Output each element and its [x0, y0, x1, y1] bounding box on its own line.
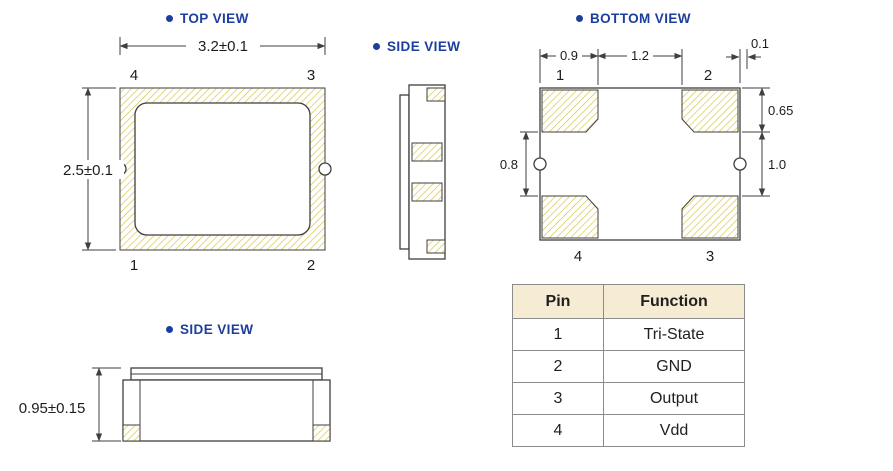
- pin-function-table: Pin Function 1 Tri-State 2 GND 3 Output …: [512, 284, 745, 447]
- pad-1: [541, 89, 599, 133]
- bottom-view-pin-4: 4: [574, 248, 582, 265]
- top-view-pin-2: 2: [307, 257, 315, 274]
- pad-2: [681, 89, 739, 133]
- top-view-dim-height: 2.5±0.1: [63, 162, 113, 179]
- pin-function-cell: Vdd: [603, 414, 745, 447]
- lid-edge: [399, 94, 410, 250]
- bottom-view-pin-1: 1: [556, 67, 564, 84]
- castellation-notch: [533, 157, 547, 171]
- solder-pad: [426, 239, 446, 254]
- table-row: 4 Vdd: [512, 414, 745, 447]
- bottom-view-label: BOTTOM VIEW: [576, 11, 691, 26]
- bullet-icon: [373, 43, 380, 50]
- text-backing: [52, 160, 124, 179]
- seal-band: [411, 182, 443, 202]
- pad-3: [681, 195, 739, 239]
- pin-number-cell: 2: [512, 350, 604, 383]
- bottom-view-dim-left-gap: 0.8: [500, 157, 518, 172]
- bottom-view-pin-3: 3: [706, 248, 714, 265]
- top-view-drawing: 3.2±0.1 4 3 2.5±0.1 1 2: [52, 36, 332, 274]
- function-column-header: Function: [603, 284, 745, 319]
- bullet-icon: [166, 15, 173, 22]
- top-view-pin-4: 4: [130, 67, 138, 84]
- pin-function-cell: GND: [603, 350, 745, 383]
- bullet-icon: [166, 326, 173, 333]
- top-view-pin-3: 3: [307, 67, 315, 84]
- solder-pad: [122, 424, 141, 442]
- bottom-view-dim-pad-height: 0.65: [768, 103, 793, 118]
- top-view-pin-1: 1: [130, 257, 138, 274]
- solder-pad: [426, 87, 446, 102]
- pin-function-cell: Output: [603, 382, 745, 415]
- bottom-view-drawing: 0.9 1.2 0.1 1 2 0.65 1.0 0.8: [500, 36, 793, 265]
- text-backing: [627, 49, 653, 63]
- pin-number-cell: 1: [512, 318, 604, 351]
- side-view-bottom-label: SIDE VIEW: [166, 322, 253, 337]
- bullet-icon: [576, 15, 583, 22]
- bottom-view-label-text: BOTTOM VIEW: [590, 11, 691, 26]
- pin-number-cell: 4: [512, 414, 604, 447]
- package-cavity: [134, 102, 311, 236]
- castellation-notch: [318, 162, 332, 176]
- text-backing: [186, 36, 260, 55]
- table-row: 1 Tri-State: [512, 318, 745, 351]
- side-view-dim-thickness: 0.95±0.15: [19, 400, 86, 417]
- side-view-top-label-text: SIDE VIEW: [387, 39, 461, 54]
- bottom-view-dim-mid-gap: 1.0: [768, 157, 786, 172]
- seal-band: [411, 142, 443, 162]
- pin-function-cell: Tri-State: [603, 318, 745, 351]
- side-view-horizontal-drawing: 0.95±0.15: [19, 367, 331, 442]
- castellation-notch: [733, 157, 747, 171]
- table-row: 2 GND: [512, 350, 745, 383]
- top-view-label-text: TOP VIEW: [180, 11, 249, 26]
- pin-column-header: Pin: [512, 284, 604, 319]
- table-header-row: Pin Function: [512, 284, 745, 319]
- table-row: 3 Output: [512, 382, 745, 415]
- pin-number-cell: 3: [512, 382, 604, 415]
- bottom-view-dim-pad-gap: 1.2: [631, 48, 649, 63]
- package-side-body: [408, 84, 446, 260]
- side-view-vertical-drawing: [399, 84, 446, 260]
- text-backing: [556, 49, 582, 63]
- side-view-bottom-label-text: SIDE VIEW: [180, 322, 254, 337]
- bottom-view-dim-pad-width: 0.9: [560, 48, 578, 63]
- solder-pad: [312, 424, 331, 442]
- top-view-dim-width: 3.2±0.1: [198, 38, 248, 55]
- bottom-view-dim-edge-offset: 0.1: [751, 36, 769, 51]
- top-view-label: TOP VIEW: [166, 11, 249, 26]
- package-side-body: [122, 379, 331, 442]
- pad-4: [541, 195, 599, 239]
- side-view-top-label: SIDE VIEW: [373, 39, 460, 54]
- bottom-view-pin-2: 2: [704, 67, 712, 84]
